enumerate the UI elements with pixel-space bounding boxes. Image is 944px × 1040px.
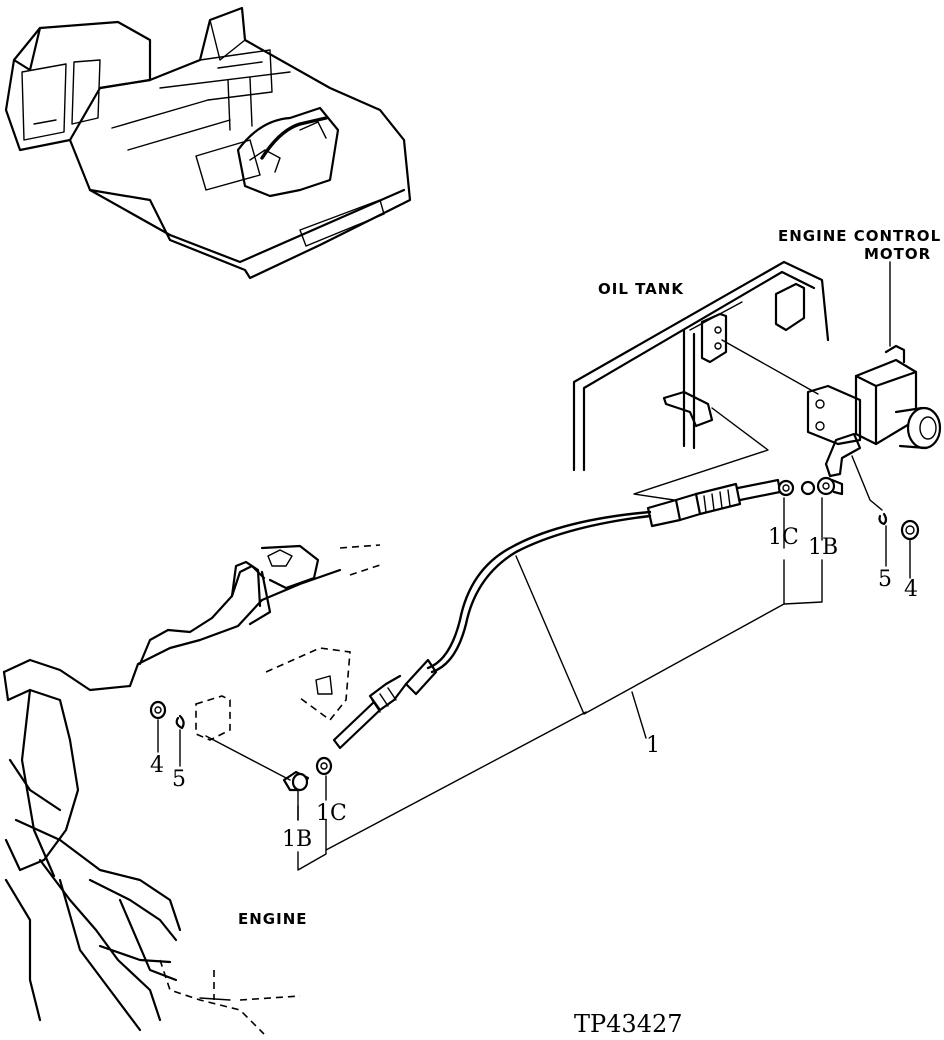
callout-4-left: 4 — [150, 753, 164, 778]
callout-5-left: 5 — [172, 767, 186, 792]
oil-tank — [572, 260, 830, 501]
bottom-hardware — [149, 700, 333, 792]
top-hardware — [777, 476, 920, 541]
control-cable — [332, 478, 782, 750]
drawing-id-label: TP43427 — [574, 1010, 683, 1038]
engine-control-motor-label-line1: ENGINE CONTROL — [778, 227, 941, 245]
engine-label: ENGINE — [238, 910, 308, 928]
engine-control-motor — [806, 261, 942, 511]
excavator-overview — [4, 6, 412, 280]
callout-1b-top: 1B — [808, 535, 838, 560]
engine — [2, 544, 381, 1035]
callout-1b-bottom: 1B — [282, 827, 312, 852]
callout-4-right: 4 — [904, 577, 918, 602]
leader-lines — [157, 497, 911, 871]
engine-control-motor-label-line2: MOTOR — [864, 245, 931, 263]
callout-1: 1 — [646, 733, 660, 758]
engine-bracket — [195, 695, 291, 781]
callout-1c-top: 1C — [768, 525, 799, 550]
callout-5-right: 5 — [878, 567, 892, 592]
oil-tank-label: OIL TANK — [598, 280, 684, 298]
callout-1c-bottom: 1C — [316, 801, 347, 826]
